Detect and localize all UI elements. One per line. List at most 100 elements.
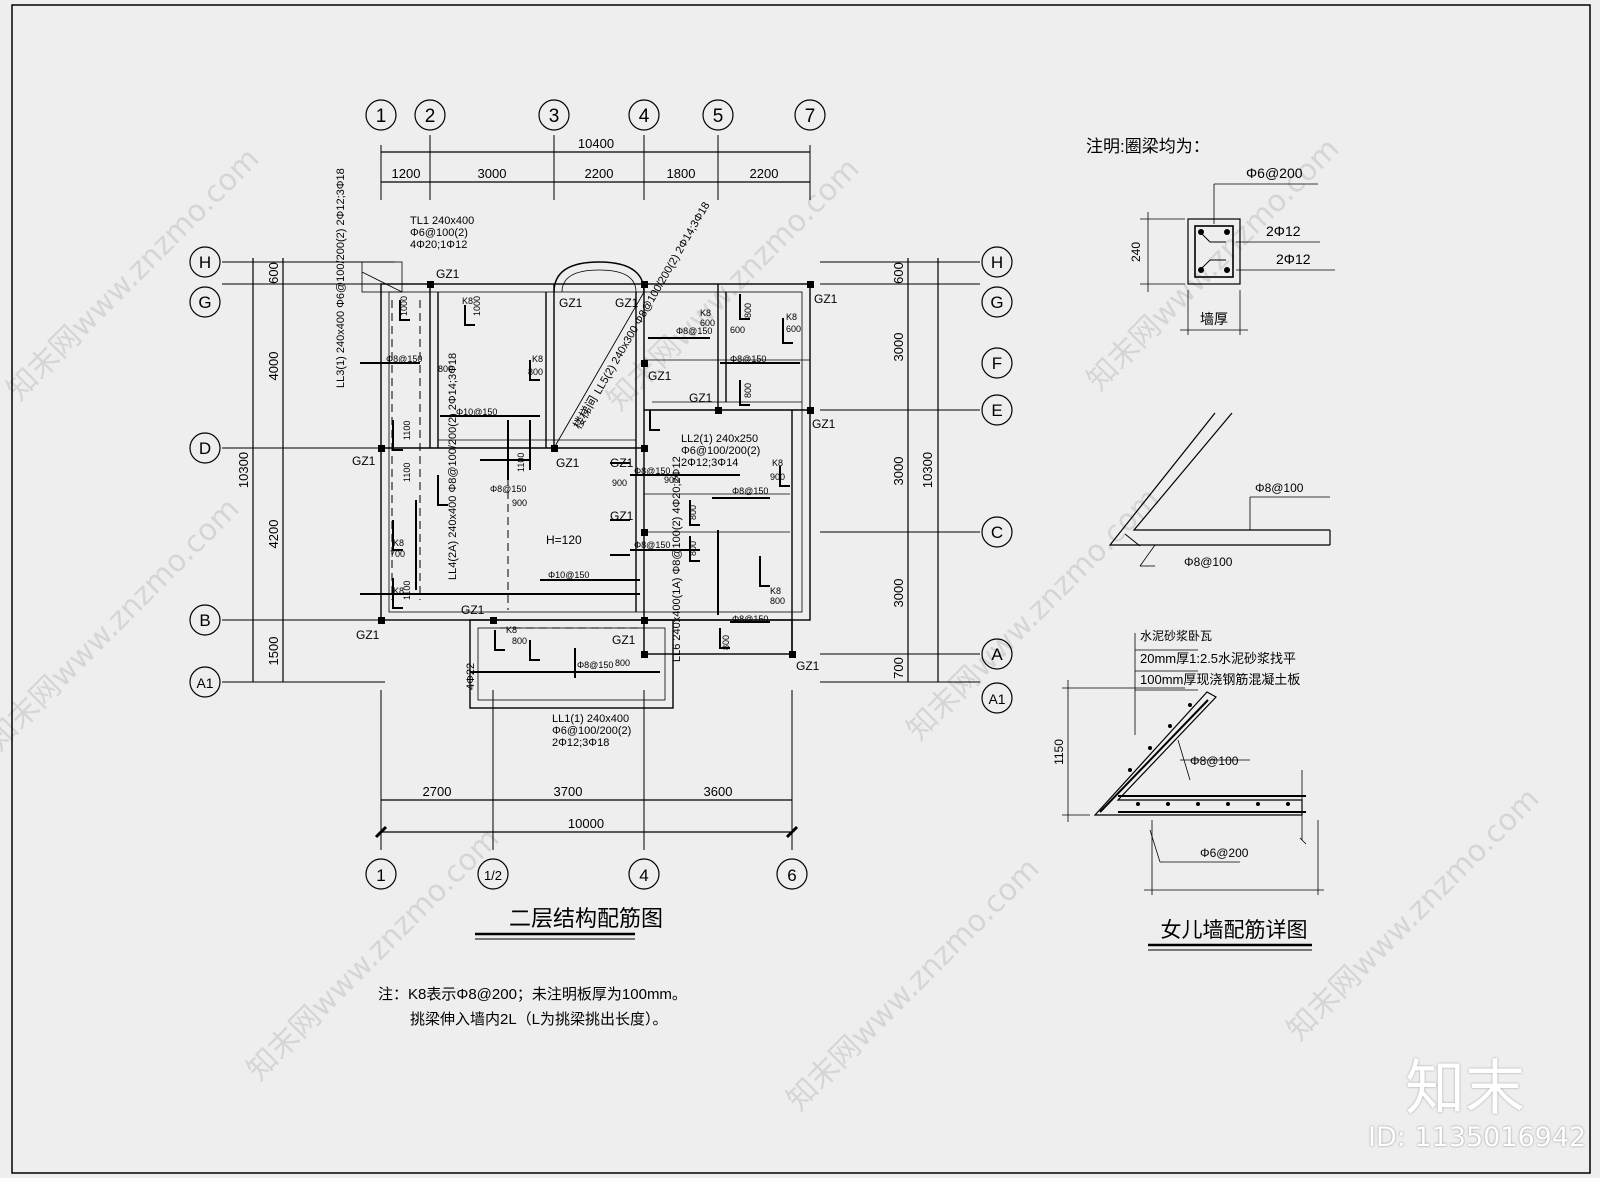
dim-text: 10000 <box>568 816 604 831</box>
len-label: 800 <box>688 505 698 520</box>
parapet-bars <box>1128 703 1290 806</box>
dim-text: 2200 <box>585 166 614 181</box>
len-label: 600 <box>786 324 801 334</box>
gz-label: GZ1 <box>648 369 672 383</box>
gz-label: GZ1 <box>812 417 836 431</box>
len-label: 900 <box>612 478 627 488</box>
plan-title: 二层结构配筋图 <box>509 906 663 931</box>
gz-label: GZ1 <box>610 509 634 523</box>
dim-text: 3700 <box>554 784 583 799</box>
dim-text: 3000 <box>478 166 507 181</box>
ring-beam-stirrup: Φ6@200 <box>1246 165 1303 181</box>
dim-text: 600 <box>266 262 281 284</box>
bar-label: Φ8@150 <box>676 326 712 336</box>
len-label: 600 <box>700 318 715 328</box>
ring-beam-bars <box>1198 229 1230 273</box>
gz-columns <box>378 281 814 658</box>
axis-label: 3 <box>549 106 560 127</box>
ll4-label: LL4(2A) 240x400 Φ8@100/200(2) 2Φ14;3Φ18 <box>447 353 459 580</box>
left-axis-labels: H G D B A1 <box>196 253 213 691</box>
ring-beam-detail <box>1140 183 1335 335</box>
k8-label: K8 <box>462 296 473 306</box>
gz-label: GZ1 <box>689 391 713 405</box>
dim-text: 10300 <box>236 452 251 488</box>
len-label: 800 <box>528 367 543 377</box>
axis-label: G <box>990 293 1003 312</box>
dimension-texts: 10400 1200 3000 2200 1800 2200 10000 270… <box>236 136 935 831</box>
ring-beam-top-bar: 2Φ12 <box>1266 223 1301 239</box>
gz-label: GZ1 <box>356 628 380 642</box>
parapet-layer-3: 100mm厚现浇钢筋混凝土板 <box>1140 672 1300 687</box>
gz-label: GZ1 <box>559 296 583 310</box>
dim-text: 3600 <box>704 784 733 799</box>
bent-bar-label-2: Φ8@100 <box>1184 555 1233 569</box>
parapet-layer-2: 20mm厚1:2.5水泥砂浆找平 <box>1140 651 1296 666</box>
axis-label: 6 <box>787 866 796 885</box>
len-label: 800 <box>512 636 527 646</box>
axis-label: B <box>199 611 210 630</box>
ring-beam-height: 240 <box>1129 242 1143 262</box>
ll5-label: LL5(2) 240x300 Φ8@100/200(2) 2Φ14;3Φ18 <box>592 200 712 396</box>
gz-label: GZ1 <box>461 603 485 617</box>
axis-label: A1 <box>196 675 213 691</box>
parapet-layer-1: 水泥砂浆卧瓦 <box>1140 628 1212 643</box>
gz-label: GZ1 <box>436 267 460 281</box>
axis-label: G <box>198 293 211 312</box>
bar-label: Φ10@150 <box>456 407 497 417</box>
len-label: 900 <box>512 498 527 508</box>
gz-labels: GZ1 GZ1 GZ1 GZ1 GZ1 GZ1 GZ1 GZ1 GZ1 GZ1 … <box>352 267 838 673</box>
axis-label: D <box>199 439 211 458</box>
ll3-label: LL3(1) 240x400 Φ6@100/200(2) 2Φ12;3Φ18 <box>335 168 347 388</box>
dim-text: 1200 <box>392 166 421 181</box>
len-label: 800 <box>688 541 698 556</box>
len-label: 1100 <box>516 453 526 472</box>
len-label: 900 <box>664 475 679 485</box>
dim-text: 4200 <box>266 520 281 549</box>
dim-text: 3000 <box>891 457 906 486</box>
len-label: 800 <box>743 303 753 318</box>
axis-label: 4 <box>639 106 650 127</box>
ll1-label: Φ6@100/200(2) <box>552 725 631 737</box>
k8-label: K8 <box>786 312 797 322</box>
len-label: 600 <box>730 325 745 335</box>
znzmo-logo: 知末 <box>1405 1054 1525 1124</box>
axis-label: 4 <box>639 866 648 885</box>
dim-text: 4000 <box>266 352 281 381</box>
k8-label: K8 <box>393 538 404 548</box>
axis-label: E <box>991 401 1002 420</box>
ring-beam-bottom-bar: 2Φ12 <box>1276 251 1311 267</box>
gz-label: GZ1 <box>556 456 580 470</box>
dim-text: 10400 <box>578 136 614 151</box>
axis-label: H <box>991 253 1003 272</box>
gz-label: GZ1 <box>352 454 376 468</box>
k8-label: K8 <box>770 586 781 596</box>
axis-label: 5 <box>713 106 724 127</box>
beam-annotations: TL1 240x400 Φ6@100(2) 4Φ20;1Φ12 LL2(1) 2… <box>335 168 760 749</box>
bottom-axis-labels: 1 1/2 4 6 <box>376 866 796 885</box>
len-label: 800 <box>438 364 453 374</box>
image-id: ID: 1135016942 <box>1368 1122 1587 1153</box>
axis-label: A1 <box>988 691 1005 707</box>
k8-label: K8 <box>532 354 543 364</box>
bar-label: Φ10@150 <box>548 570 589 580</box>
dim-text: 600 <box>891 262 906 284</box>
bar-label: Φ8@150 <box>490 484 526 494</box>
len-label: 800 <box>770 596 785 606</box>
bar-label: Φ8@150 <box>634 540 670 550</box>
plan-title-block: 二层结构配筋图 注：K8表示Φ8@200；未注明板厚为100mm。 挑梁伸入墙内… <box>378 906 687 1028</box>
floor-plan <box>189 99 1013 890</box>
plan-note-2: 挑梁伸入墙内2L（L为挑梁挑出长度）。 <box>410 1011 668 1028</box>
parapet-labels: 水泥砂浆卧瓦 20mm厚1:2.5水泥砂浆找平 100mm厚现浇钢筋混凝土板 Φ… <box>1052 628 1312 951</box>
tl1-label: Φ6@100(2) <box>410 227 468 239</box>
rebar-labels: Φ8@150 Φ10@150 Φ10@150 Φ8@150 Φ8@150 Φ8@… <box>386 296 801 670</box>
parapet-bar-4: Φ6@200 <box>1200 846 1249 860</box>
bent-bar-detail <box>1108 412 1331 567</box>
bar-label: Φ8@150 <box>732 614 768 624</box>
axis-label: H <box>199 253 211 272</box>
dim-text: 1500 <box>266 637 281 666</box>
parapet-height: 1150 <box>1052 739 1066 765</box>
ll1-label: 2Φ12;3Φ18 <box>552 737 609 749</box>
tl1-label: TL1 240x400 <box>410 215 474 227</box>
tl1-label: 4Φ20;1Φ12 <box>410 239 467 251</box>
ring-beam-labels: 注明:圈梁均为： Φ6@200 2Φ12 2Φ12 240 墙厚 <box>1086 137 1311 327</box>
